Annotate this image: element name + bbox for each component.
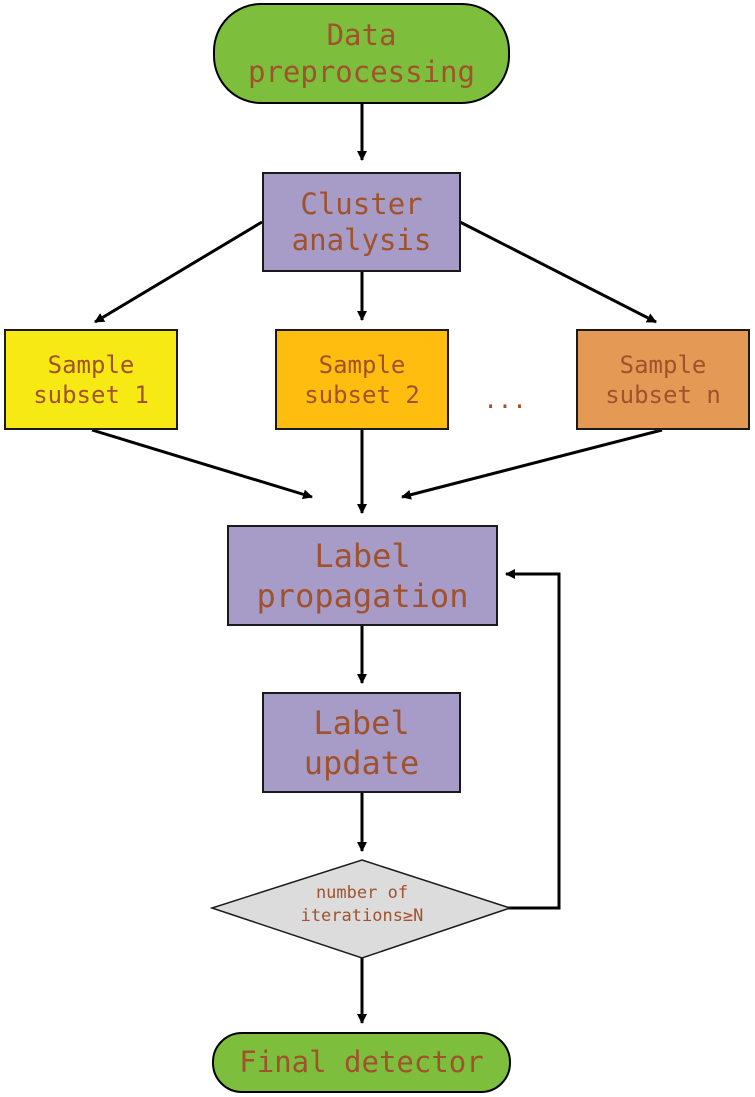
propagation-line-1: Label bbox=[314, 536, 411, 575]
label-update-node: Label update bbox=[262, 692, 461, 793]
arrow-subsetn-to-propagation bbox=[401, 428, 663, 500]
decision-label: number of iterations≥N bbox=[252, 882, 472, 928]
subset1-line-2: subset 1 bbox=[33, 380, 149, 409]
update-line-1: Label bbox=[313, 703, 410, 742]
cluster-analysis-node: Cluster analysis bbox=[262, 172, 461, 272]
end-node-line-1: Final detector bbox=[239, 1045, 484, 1080]
subset2-line-2: subset 2 bbox=[304, 380, 420, 409]
ellipsis-label: ... bbox=[483, 386, 526, 414]
start-node-data-preprocessing: Data preprocessing bbox=[213, 3, 510, 104]
label-propagation-node: Label propagation bbox=[227, 525, 498, 626]
sample-subset-2-node: Sample subset 2 bbox=[275, 329, 449, 430]
update-line-2: update bbox=[303, 743, 420, 782]
start-node-line-2: preprocessing bbox=[248, 54, 475, 89]
end-node-final-detector: Final detector bbox=[212, 1032, 511, 1093]
propagation-line-2: propagation bbox=[256, 576, 469, 615]
decision-line-2: iterations≥N bbox=[300, 905, 424, 926]
subsetn-line-2: subset n bbox=[605, 380, 721, 409]
arrow-cluster-to-subset1 bbox=[94, 220, 263, 324]
subset2-line-1: Sample bbox=[318, 350, 406, 379]
start-node-line-1: Data bbox=[326, 18, 397, 53]
cluster-node-line-1: Cluster bbox=[300, 186, 423, 221]
sample-subset-n-node: Sample subset n bbox=[576, 329, 750, 430]
subsetn-line-1: Sample bbox=[619, 350, 707, 379]
arrow-subset1-to-propagation bbox=[91, 428, 313, 500]
sample-subset-1-node: Sample subset 1 bbox=[4, 329, 178, 430]
decision-diamond bbox=[209, 859, 513, 959]
arrow-cluster-to-subsetn bbox=[459, 220, 657, 324]
subset1-line-1: Sample bbox=[47, 350, 135, 379]
cluster-node-line-2: analysis bbox=[291, 223, 432, 257]
arrow-decision-loop-to-propagation bbox=[505, 569, 561, 910]
decision-line-1: number of bbox=[315, 883, 409, 903]
